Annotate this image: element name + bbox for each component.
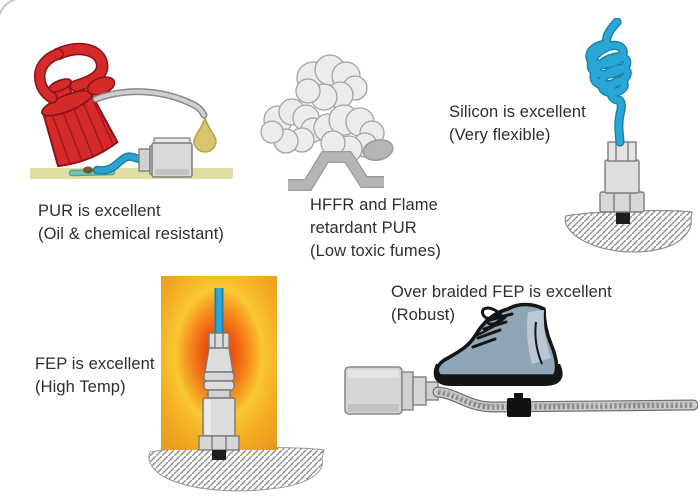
boot-on-cable-icon — [344, 302, 698, 417]
silicon-label: Silicon is excellent (Very flexible) — [449, 101, 586, 147]
pur-label-line1: PUR is excellent — [38, 202, 161, 220]
crawling-person-icon — [288, 138, 394, 191]
smoke-cloud-icon — [260, 54, 394, 191]
mounting-surface — [148, 446, 325, 492]
boot-icon — [433, 302, 563, 386]
overbraided-fep-illustration — [340, 300, 698, 432]
sensor-tip — [616, 210, 630, 224]
cable-clip — [507, 393, 531, 417]
oil-can-handle — [33, 42, 116, 104]
silicon-label-line1: Silicon is excellent — [449, 103, 586, 121]
oil-can-icon — [30, 42, 233, 179]
hffr-label-line1: HFFR and Flame — [310, 196, 438, 214]
connector — [138, 137, 193, 178]
hffr-illustration — [258, 50, 398, 196]
pur-label: PUR is excellent (Oil & chemical resista… — [38, 200, 224, 246]
surface-band — [30, 168, 233, 179]
slide-corner-decoration — [0, 0, 33, 33]
hffr-label-line3: (Low toxic fumes) — [310, 242, 441, 260]
cable-connector — [344, 366, 439, 415]
blue-cable — [94, 153, 143, 174]
silicon-label-line2: (Very flexible) — [449, 126, 551, 144]
fep-illustration — [138, 276, 332, 494]
hffr-label: HFFR and Flame retardant PUR (Low toxic … — [310, 194, 441, 263]
coiled-cable-sensor-icon — [564, 18, 693, 253]
braided-cable — [432, 386, 698, 413]
boot-laces — [471, 306, 514, 349]
overbraided-fep-label: Over braided FEP is excellent (Robust) — [391, 281, 612, 327]
overbraided-fep-label-line1: Over braided FEP is excellent — [391, 283, 612, 301]
oil-can-spout — [92, 88, 208, 119]
heat-glow-sensor-icon — [148, 276, 325, 492]
oil-drop — [193, 115, 217, 153]
silicon-illustration — [560, 18, 700, 258]
smoke-clouds — [260, 54, 385, 163]
hffr-label-line2: retardant PUR — [310, 219, 417, 237]
coiled-cable — [586, 18, 631, 146]
pur-illustration — [28, 42, 235, 197]
overbraided-fep-label-line2: (Robust) — [391, 306, 456, 324]
fep-label: FEP is excellent (High Temp) — [35, 353, 155, 399]
cable-clip — [83, 166, 93, 174]
pur-label-line2: (Oil & chemical resistant) — [38, 225, 224, 243]
fep-label-line1: FEP is excellent — [35, 355, 155, 373]
sensor-body — [599, 141, 645, 213]
sensor-connector — [198, 332, 240, 460]
fep-label-line2: (High Temp) — [35, 378, 126, 396]
